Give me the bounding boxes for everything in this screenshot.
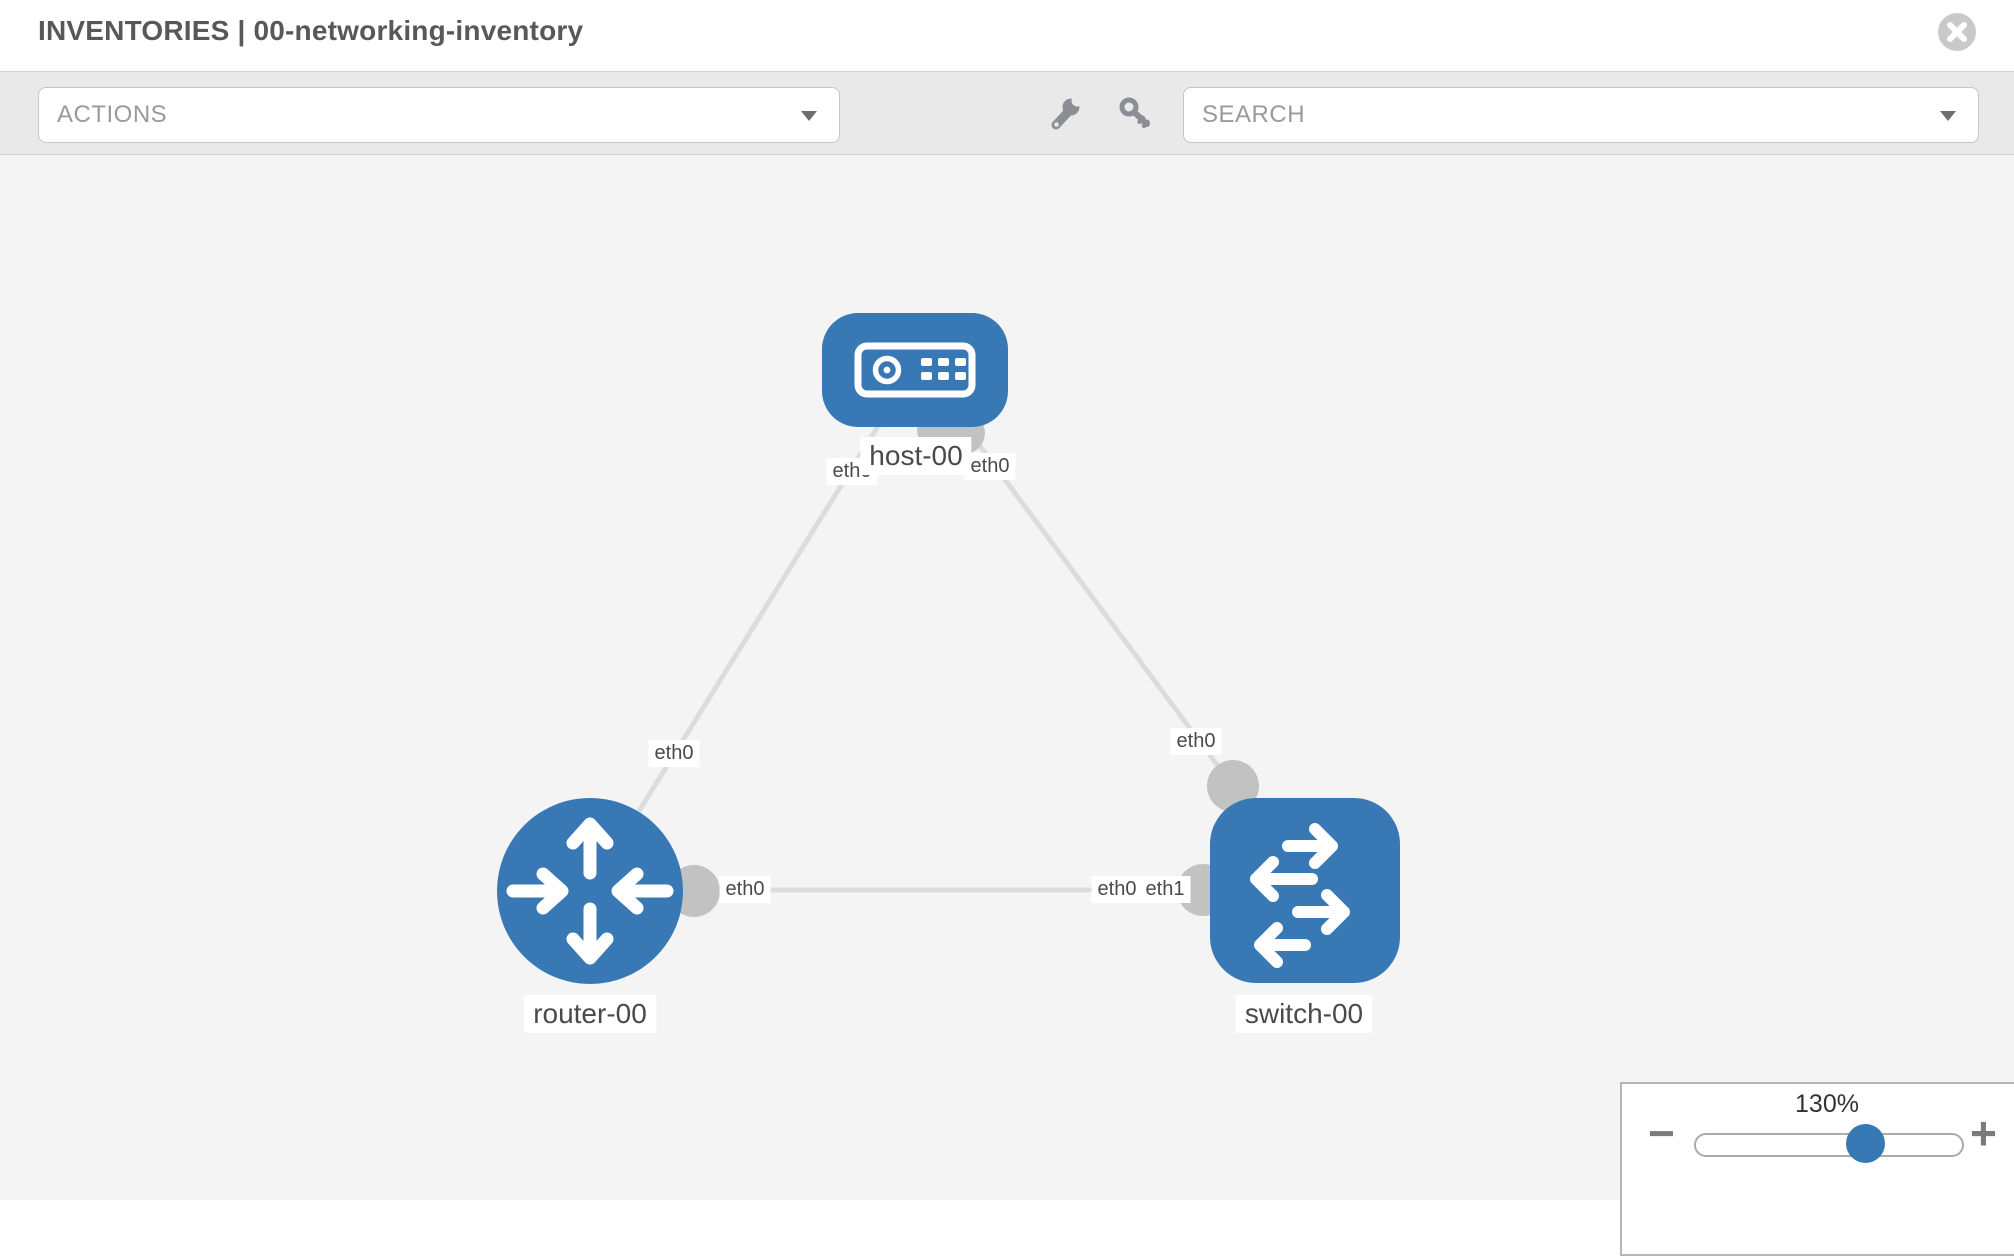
interface-dot[interactable] <box>1207 760 1259 812</box>
close-icon <box>1947 22 1967 42</box>
iface-label-switch-eth0-top: eth0 <box>1170 728 1222 755</box>
search-dropdown[interactable]: SEARCH <box>1183 87 1979 143</box>
zoom-slider-handle[interactable] <box>1846 1124 1885 1163</box>
chevron-down-icon <box>1940 111 1956 121</box>
node-switch-00[interactable] <box>1210 798 1400 983</box>
node-label-host-00[interactable]: host-00 <box>860 437 972 475</box>
iface-label-switch-eth0-left: eth0 <box>1091 876 1143 903</box>
wrench-icon[interactable] <box>1048 96 1084 132</box>
close-button[interactable] <box>1938 13 1976 51</box>
toolbar: ACTIONS SEARCH <box>0 71 2014 155</box>
switch-icon <box>1250 823 1350 968</box>
iface-label-host-eth0-right: eth0 <box>964 453 1016 480</box>
node-router-00[interactable] <box>497 798 683 984</box>
host-icon <box>854 342 976 398</box>
topology-canvas[interactable] <box>0 154 2014 1200</box>
node-label-switch-00[interactable]: switch-00 <box>1235 995 1373 1033</box>
node-label-router-00[interactable]: router-00 <box>524 995 656 1033</box>
zoom-in-button[interactable]: + <box>1970 1107 1997 1159</box>
zoom-slider-track[interactable] <box>1694 1133 1964 1157</box>
iface-label-host-eth0-left: eth0 <box>826 458 878 485</box>
zoom-panel: 130% − + <box>1620 1082 2014 1256</box>
search-dropdown-label: SEARCH <box>1202 101 1306 128</box>
iface-label-router-eth0-right: eth0 <box>719 876 771 903</box>
chevron-down-icon <box>801 111 817 121</box>
topology-graph <box>497 313 1400 984</box>
zoom-level-value: 130% <box>1795 1090 1859 1118</box>
router-icon <box>506 817 674 965</box>
iface-label-switch-eth1-left: eth1 <box>1139 876 1191 903</box>
page-title: INVENTORIES | 00-networking-inventory <box>38 15 584 46</box>
interface-dots-layer <box>668 409 1259 917</box>
actions-dropdown[interactable]: ACTIONS <box>38 87 840 143</box>
node-host-00[interactable] <box>822 313 1008 427</box>
key-icon[interactable] <box>1118 96 1154 132</box>
header-bar: INVENTORIES | 00-networking-inventory <box>0 0 2014 71</box>
zoom-out-button[interactable]: − <box>1648 1107 1675 1159</box>
actions-dropdown-label: ACTIONS <box>57 101 168 128</box>
iface-label-router-eth0-top: eth0 <box>648 740 700 767</box>
